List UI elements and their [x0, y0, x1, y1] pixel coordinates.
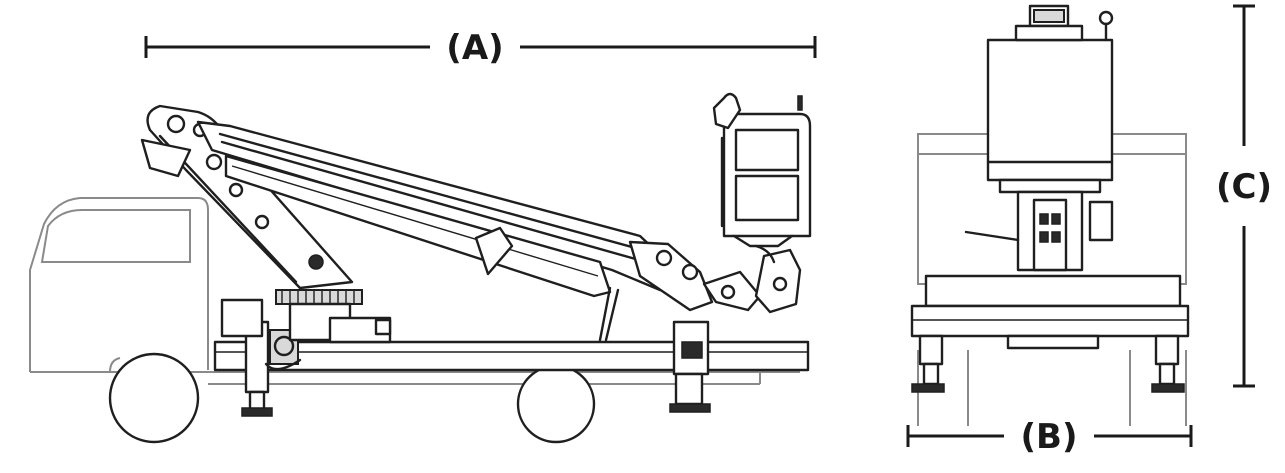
rear-wheel [516, 364, 596, 444]
boom-tip-assembly [628, 240, 802, 314]
rear-outrigger [669, 320, 711, 413]
turret-base [275, 289, 392, 344]
front-mast [964, 190, 1114, 272]
side-view: (A) [29, 28, 817, 444]
lower-boom [140, 104, 354, 290]
chassis-frame [213, 340, 810, 372]
front-outrigger [220, 298, 302, 417]
front-outrigger-right [1151, 334, 1185, 393]
dimension-b: (B) [906, 417, 1193, 457]
front-chassis [910, 274, 1190, 350]
upper-boom [196, 120, 674, 342]
front-outrigger-left [911, 334, 945, 393]
front-wheel [108, 352, 200, 444]
dimension-c-label: (C) [1216, 167, 1272, 207]
dimension-b-label: (B) [1021, 417, 1078, 457]
dimension-a: (A) [144, 28, 817, 68]
front-basket [986, 4, 1114, 194]
front-view: (B) (C) [906, 4, 1272, 457]
platform-basket [712, 92, 812, 248]
dimension-c: (C) [1216, 4, 1272, 388]
dimension-a-label: (A) [446, 28, 503, 68]
